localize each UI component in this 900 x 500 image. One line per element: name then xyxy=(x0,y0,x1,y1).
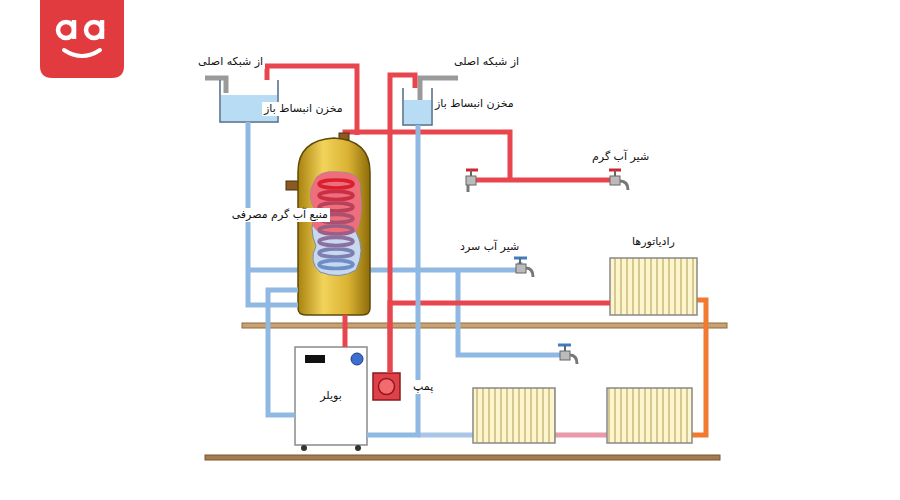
pump xyxy=(373,373,400,400)
radiator-pipe xyxy=(555,433,607,438)
pipe-label: از شبکه اصلی xyxy=(452,55,521,69)
pipe-label: از شبکه اصلی xyxy=(196,55,265,69)
pipe-connector xyxy=(268,290,298,415)
boiler: بویلر xyxy=(295,347,367,445)
mains-inlet xyxy=(205,78,226,93)
expansion-tank: مخزن انبساط باز xyxy=(403,88,432,125)
hot-pipe xyxy=(470,178,612,183)
node-label: رادیاتورها xyxy=(630,235,677,249)
cold-pipe xyxy=(458,270,562,355)
node-label: پمپ xyxy=(411,380,435,394)
node-label: منبع آب گرم مصرفی xyxy=(230,208,330,222)
coil-winding xyxy=(319,249,353,257)
coil-winding xyxy=(319,238,353,246)
node-label: مخزن انبساط باز xyxy=(433,97,516,111)
radiator: رادیاتورها xyxy=(610,258,697,315)
hot-water-cylinder xyxy=(286,133,370,315)
coil-winding xyxy=(319,226,353,234)
radiator-pipe xyxy=(692,300,706,435)
expansion-tank xyxy=(403,88,432,125)
boiler xyxy=(295,347,367,451)
pipe-connector xyxy=(267,66,357,135)
cold-tap xyxy=(514,258,533,277)
cold-tap xyxy=(558,345,577,364)
logo xyxy=(40,0,124,78)
pipe-label: شیر آب سرد xyxy=(458,240,521,254)
hot-tap xyxy=(466,170,478,192)
label-holder: شیر آب گرم xyxy=(590,150,651,164)
label-holder: از شبکه اصلی xyxy=(196,55,265,69)
coil-winding xyxy=(319,192,353,200)
pipe-label: شیر آب گرم xyxy=(590,150,651,164)
tank-water xyxy=(404,100,431,124)
pipe-connector xyxy=(390,75,415,373)
label-holder: از شبکه اصلی xyxy=(452,55,521,69)
pump: پمپ xyxy=(373,373,400,400)
hot-tap xyxy=(609,170,628,190)
pipe-connector xyxy=(390,303,610,373)
node-label: بویلر xyxy=(318,389,344,403)
pipe-connector xyxy=(343,315,348,347)
label-holder: شیر آب سرد xyxy=(458,240,521,254)
coil-winding xyxy=(319,180,353,188)
radiator xyxy=(473,258,697,443)
floor xyxy=(205,455,720,460)
node-label: مخزن انبساط باز xyxy=(262,102,345,116)
expansion-tank: مخزن انبساط باز xyxy=(220,80,278,122)
return-pipe xyxy=(418,433,473,438)
coil-winding xyxy=(319,261,353,269)
shelf xyxy=(242,323,727,328)
hot-water-cylinder: منبع آب گرم مصرفی xyxy=(298,135,370,315)
cold-pipe xyxy=(248,262,520,270)
